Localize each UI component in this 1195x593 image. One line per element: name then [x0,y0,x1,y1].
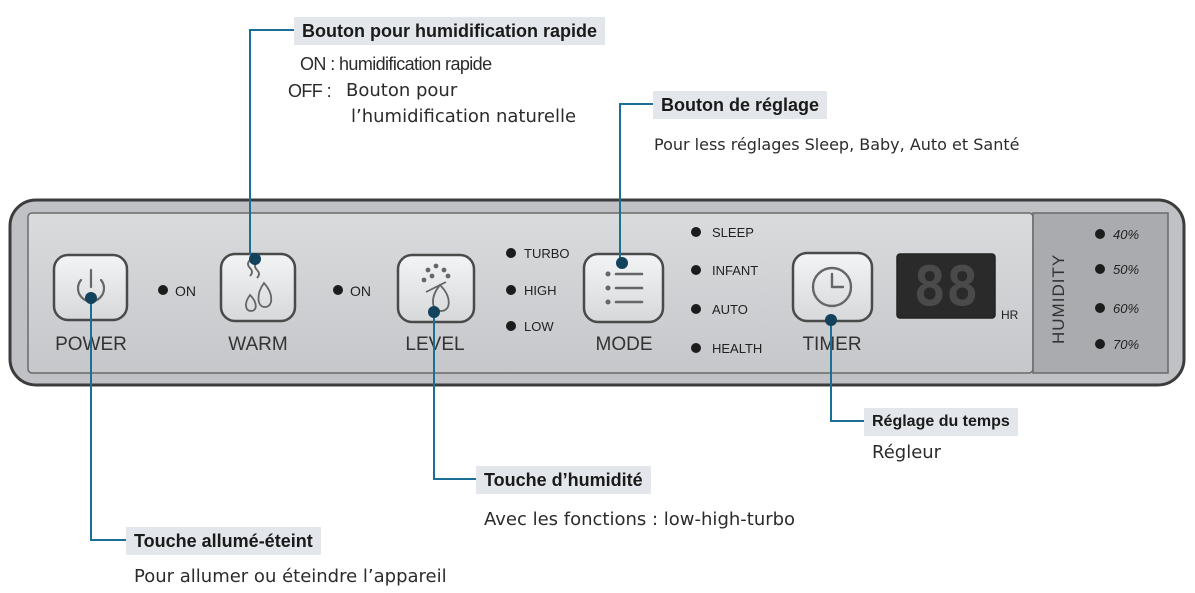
level-on-led [333,285,343,295]
timer-leader [830,320,864,422]
mode-label: MODE [596,334,653,355]
humidity-indicators: 40% 50% 60% 70% [1095,227,1139,352]
level-leader [433,312,476,480]
led-70 [1095,339,1105,349]
mode-leader [619,103,653,262]
level-button[interactable]: LEVEL [396,253,476,355]
timer-callout-title: Réglage du temps [864,408,1018,436]
led-50 [1095,264,1105,274]
warm-callout-on: ON : humidification rapide [300,54,492,74]
warm-label: WARM [228,334,287,355]
timer-button[interactable]: TIMER [791,251,874,355]
mode-indicators: SLEEP INFANT AUTO HEALTH [691,225,762,356]
led-40 [1095,229,1105,239]
warm-callout-title: Bouton pour humidification rapide [294,17,605,45]
mode-button[interactable]: MODE [582,252,665,355]
display-unit: HR [1001,308,1019,322]
led-high-label: HIGH [524,283,557,298]
warm-callout-off-2: l’humidification naturelle [351,106,577,127]
timer-display: 88 HR [896,253,1019,322]
led-infant [691,265,701,275]
led-high [506,285,516,295]
level-indicators: TURBO HIGH LOW [506,246,570,334]
warm-button[interactable]: WARM [219,252,297,355]
mode-dot [616,257,628,269]
warm-on-label: ON [175,283,196,299]
display-digits: 88 [913,255,978,318]
power-callout-title: Touche allumé-éteint [126,527,321,555]
warm-dot [249,253,261,265]
warm-callout-off-label: OFF : [288,81,332,101]
led-60 [1095,303,1105,313]
led-turbo [506,248,516,258]
led-infant-label: INFANT [712,263,758,278]
led-low-label: LOW [524,319,554,334]
humidity-title: HUMIDITY [1049,254,1068,344]
led-70-label: 70% [1113,337,1139,352]
level-on-label: ON [350,283,371,299]
led-sleep-label: SLEEP [712,225,754,240]
power-leader [90,300,126,541]
level-dot [428,306,440,318]
led-low [506,321,516,331]
led-40-label: 40% [1113,227,1139,242]
clock-icon [811,266,853,308]
mode-callout-text: Pour less réglages Sleep, Baby, Auto et … [654,135,1020,154]
mode-callout-title: Bouton de réglage [653,91,828,119]
list-icon [605,271,644,305]
level-callout-text: Avec les fonctions : low-high-turbo [484,509,796,530]
warm-callout-off-1: Bouton pour [346,80,458,101]
led-auto [691,304,701,314]
led-50-label: 50% [1113,262,1139,277]
led-auto-label: AUTO [712,302,748,317]
timer-dot [825,314,837,326]
led-health-label: HEALTH [712,341,762,356]
led-turbo-label: TURBO [524,246,570,261]
timer-callout-text: Régleur [872,442,942,463]
warm-on-led [158,285,168,295]
power-dot [85,292,97,304]
led-60-label: 60% [1113,301,1139,316]
led-health [691,343,701,353]
level-mist-icon [421,263,451,312]
callout-dots [85,253,837,326]
warm-leader [249,29,294,255]
led-sleep [691,227,701,237]
callout-lines [90,29,864,541]
power-callout-text: Pour allumer ou éteindre l’appareil [134,566,447,587]
level-callout-title: Touche d’humidité [476,466,651,494]
